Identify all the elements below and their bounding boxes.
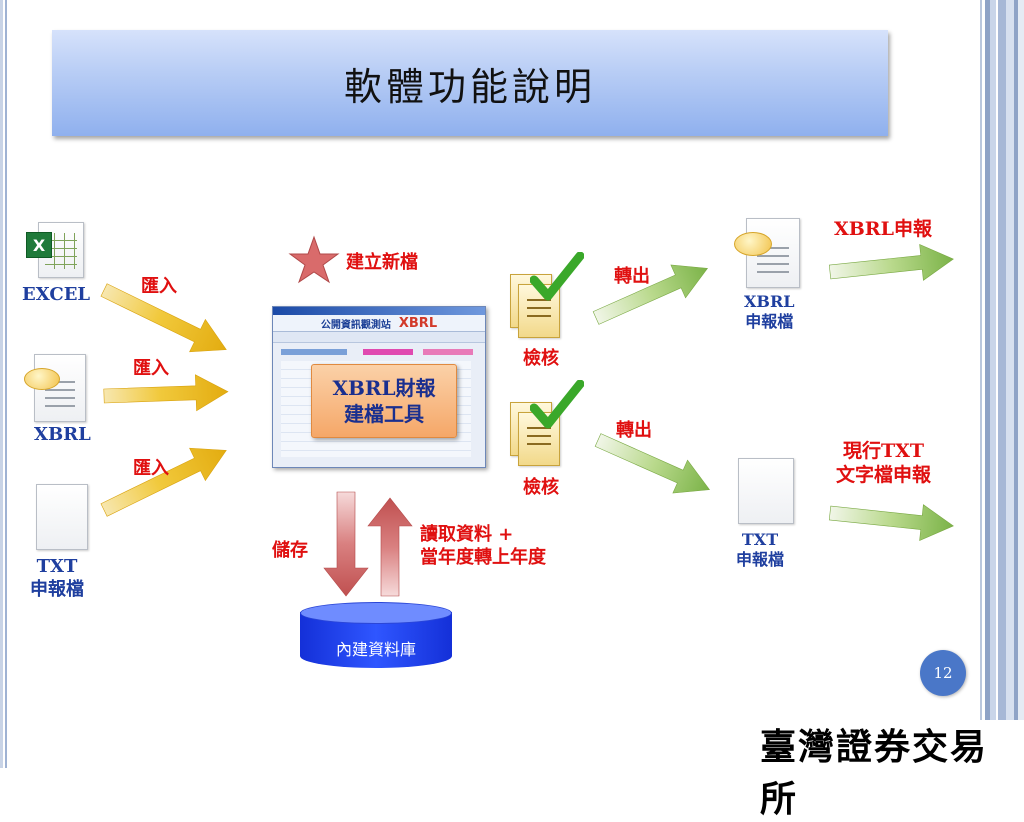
txt-report-label: 現行TXT 文字檔申報 [836, 440, 932, 486]
tool-window-title: 公開資訊觀測站 [320, 319, 391, 331]
check-label-1: 檢核 [523, 348, 559, 369]
save-arrow-down [323, 491, 369, 597]
import-arrow-3 [100, 447, 227, 517]
check-icon-1 [510, 252, 584, 342]
right-border-decoration [974, 0, 1024, 720]
xbrl-source-label: XBRL [34, 424, 91, 445]
save-label: 儲存 [272, 540, 308, 561]
read-label: 讀取資料 + 當年度轉上年度 [420, 524, 546, 568]
tool-label-line2: 建檔工具 [344, 402, 424, 426]
txt-output-file-icon [738, 458, 794, 524]
check-icon-2 [510, 380, 584, 470]
xbrl-output-label: XBRL 申報檔 [744, 292, 795, 331]
left-border-decoration [0, 0, 10, 768]
report-arrow-xbrl [828, 244, 954, 281]
export-label-2: 轉出 [616, 420, 652, 441]
txt-output-label: TXT 申報檔 [736, 530, 785, 569]
flow-arrows [100, 235, 954, 597]
export-arrow-1 [592, 264, 709, 325]
page-number-badge: 12 [920, 650, 966, 696]
organization-logo-text: 臺灣證券交易所 [760, 726, 989, 820]
database-top [300, 602, 452, 624]
export-arrow-2 [594, 433, 711, 494]
xbrl-report-label: XBRL申報 [834, 218, 932, 240]
import-label-1: 匯入 [141, 276, 177, 297]
export-label-1: 轉出 [614, 266, 650, 287]
page-title: 軟體功能說明 [343, 64, 596, 109]
txt-source-file-icon [36, 484, 88, 550]
tool-label-line1: XBRL財報 [332, 376, 436, 400]
database-label: 內建資料庫 [335, 640, 416, 659]
read-arrow-up [367, 497, 413, 597]
xbrl-output-file-icon [730, 218, 806, 290]
title-banner: 軟體功能說明 [52, 30, 888, 136]
import-arrow-2 [103, 374, 229, 412]
excel-label: EXCEL [22, 284, 91, 305]
check-label-2: 檢核 [523, 477, 559, 498]
report-arrow-txt [828, 504, 954, 541]
star-icon [288, 235, 340, 284]
xbrl-source-file-icon [20, 352, 90, 424]
import-arrow-1 [100, 283, 227, 353]
txt-source-label: TXT 申報檔 [30, 556, 84, 600]
import-label-2: 匯入 [133, 358, 169, 379]
new-file-label: 建立新檔 [346, 252, 418, 273]
excel-file-icon: X [26, 222, 84, 278]
import-label-3: 匯入 [133, 458, 169, 479]
xbrl-tool-label-box: XBRL財報 建檔工具 [311, 364, 457, 438]
